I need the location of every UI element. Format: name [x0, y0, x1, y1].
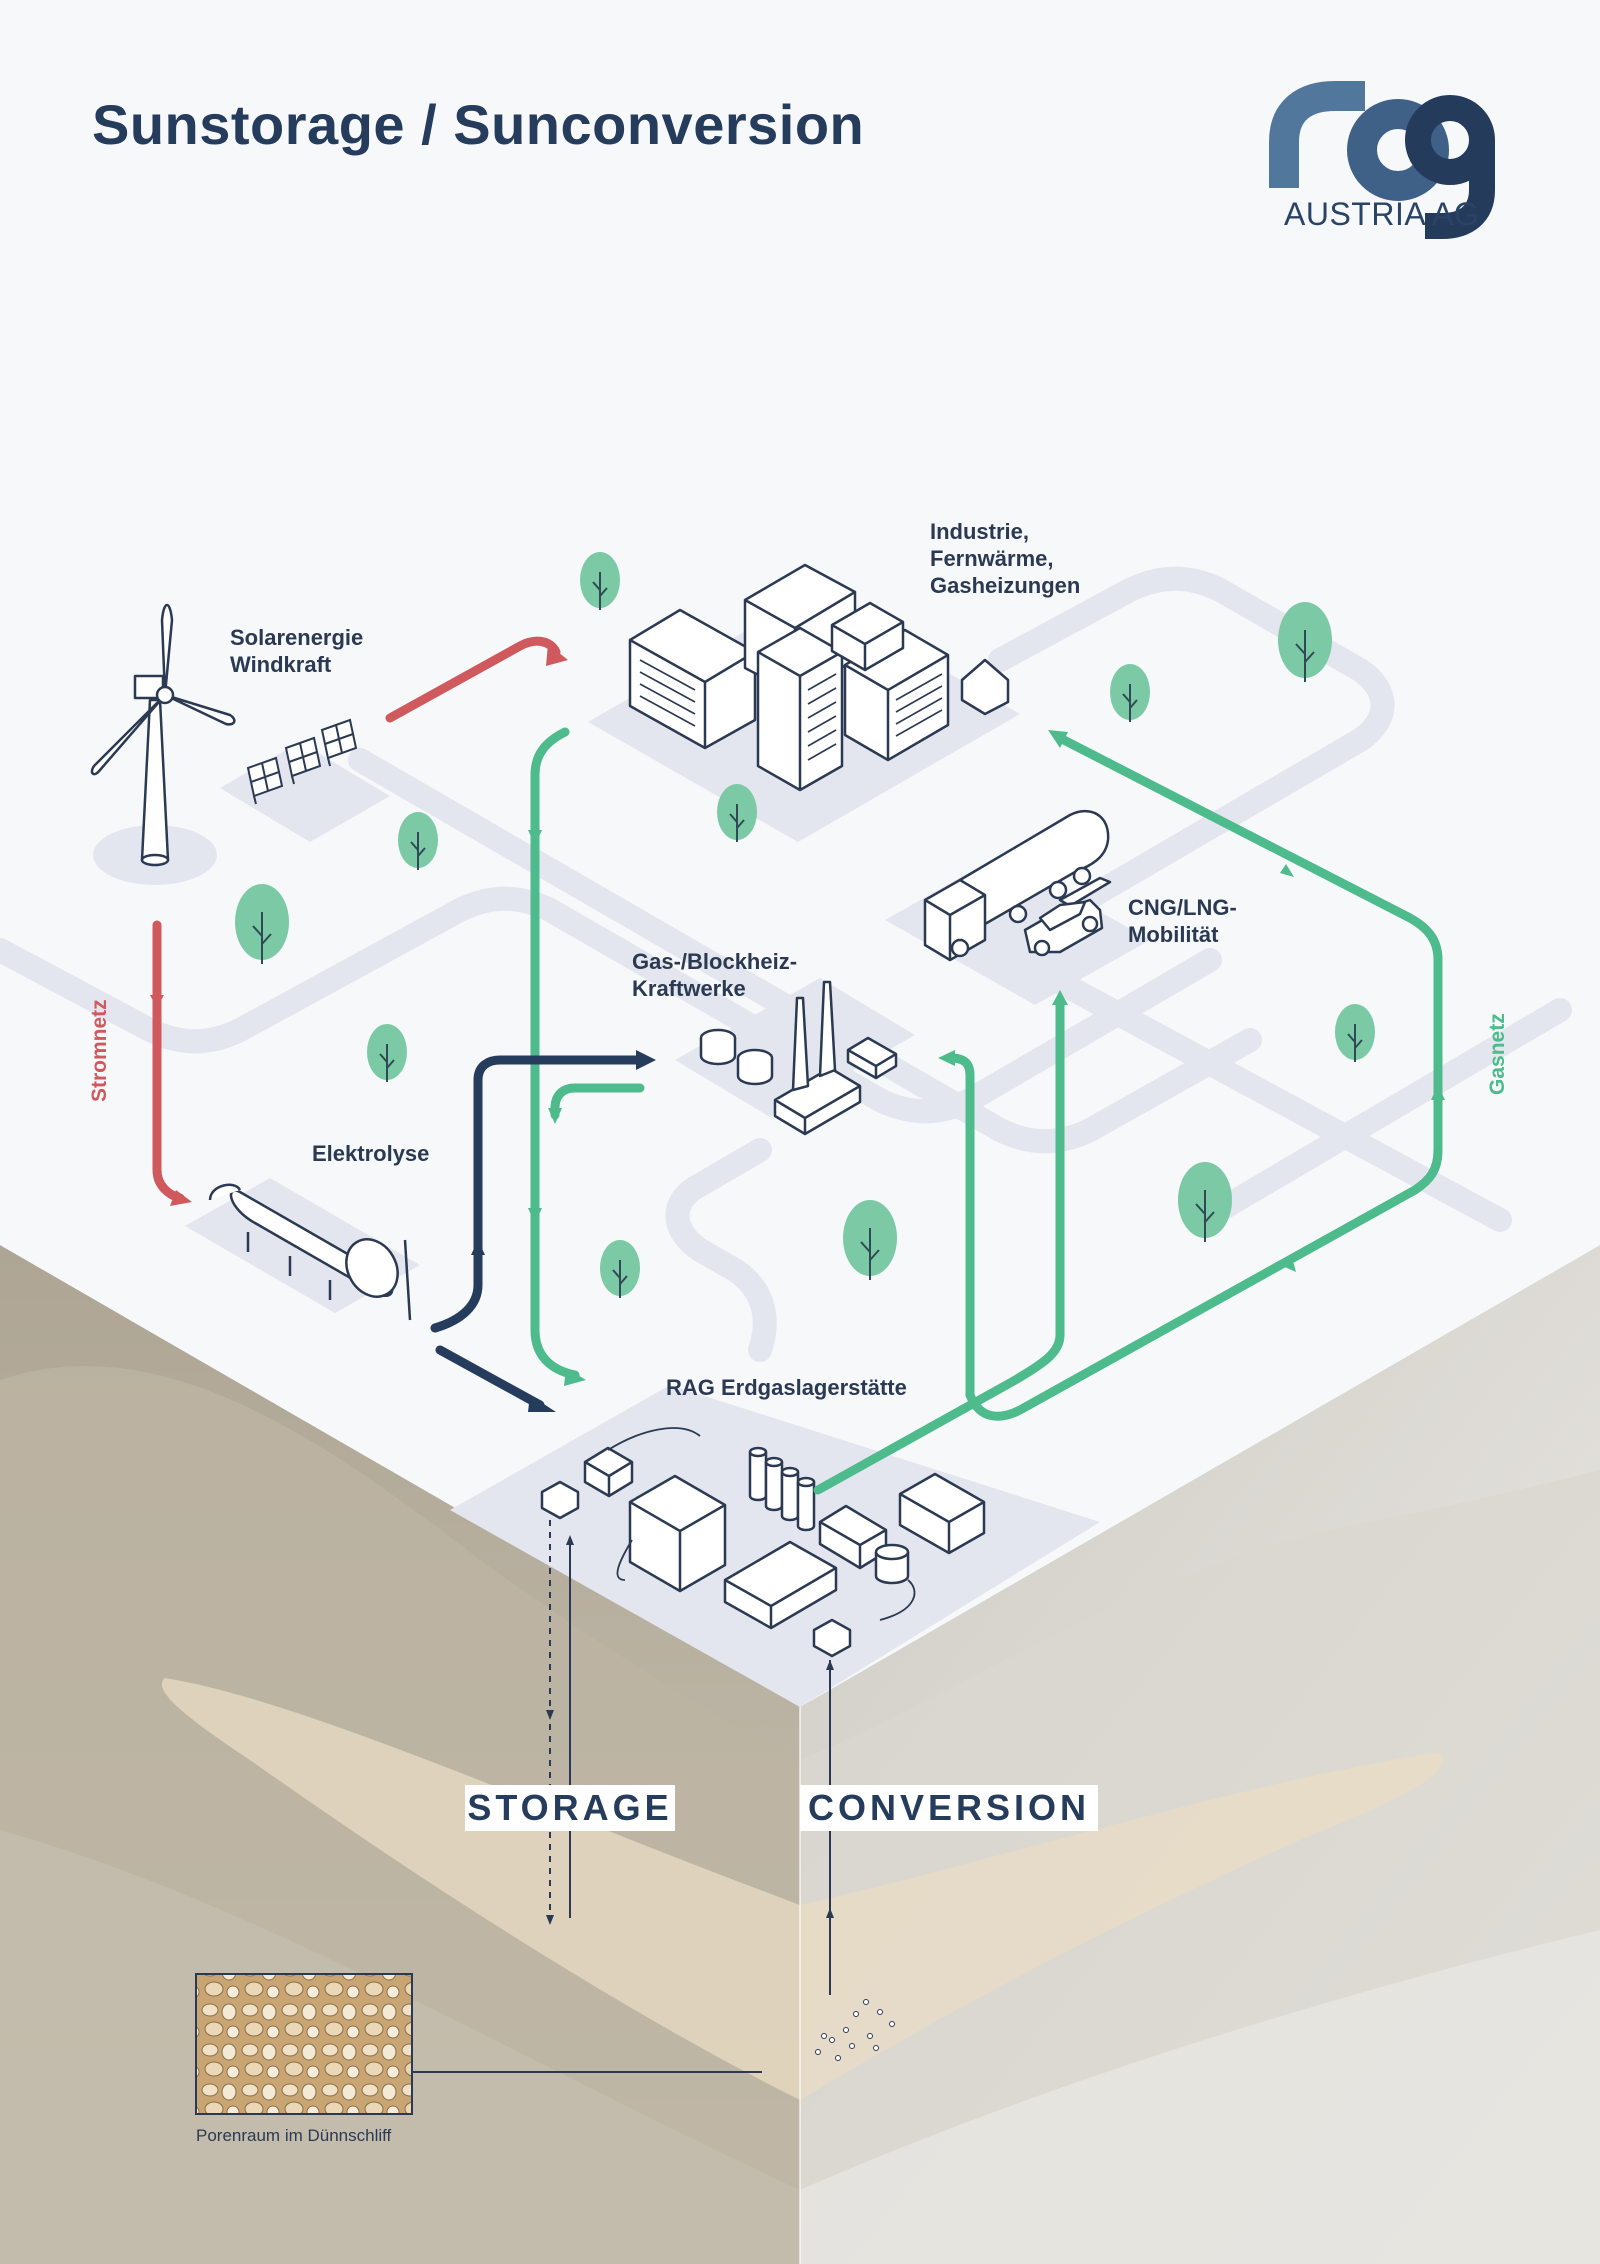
power-plant-icon	[699, 980, 898, 1136]
storage-site-label: RAG Erdgaslagerstätte	[666, 1375, 907, 1400]
hydrogen-flow-arrows	[430, 1055, 645, 1410]
storage-box: STORAGE	[465, 1785, 675, 1831]
tree-icon	[235, 552, 1375, 1298]
electrolysis-label: Elektrolyse	[312, 1141, 430, 1166]
solar-panel-icon	[246, 718, 358, 805]
roads	[0, 566, 1572, 1362]
page-title: Sunstorage / Sunconversion	[92, 93, 865, 156]
cng-label: CNG/LNG- Mobilität	[1128, 895, 1237, 947]
wind-turbine-icon	[90, 603, 236, 867]
storage-facility-icon	[540, 1427, 986, 1658]
power-flow-arrowheads	[150, 644, 568, 1206]
logo-subtitle: AUSTRIA AG	[1284, 196, 1480, 232]
car-icon	[1023, 898, 1104, 957]
thin-section-caption: Porenraum im Dünnschliff	[196, 2126, 392, 2145]
rag-logo-mark	[1269, 81, 1495, 239]
power-plants-label: Gas-/Blockheiz- Kraftwerke	[632, 949, 798, 1001]
gas-flow-arrowheads	[528, 730, 1445, 1386]
storage-conversion-arrowheads	[546, 1535, 834, 1925]
factory-icon	[628, 563, 1010, 792]
hydrogen-flow-arrowheads	[471, 1050, 656, 1412]
electrolysis-tank-icon	[208, 1183, 412, 1321]
gas-molecules-icon	[815, 1999, 895, 2061]
gas-flow-arrows	[530, 727, 1443, 1495]
industry-label: Industrie, Fernwärme, Gasheizungen	[930, 519, 1081, 598]
thin-section-image	[195, 1973, 413, 2115]
truck-icon	[923, 809, 1112, 962]
gas-grid-label: Gasnetz	[1486, 1013, 1509, 1095]
conversion-box: CONVERSION	[800, 1785, 1098, 1831]
renewables-label: Solarenergie Windkraft	[230, 625, 364, 677]
power-grid-label: Stromnetz	[88, 999, 111, 1102]
